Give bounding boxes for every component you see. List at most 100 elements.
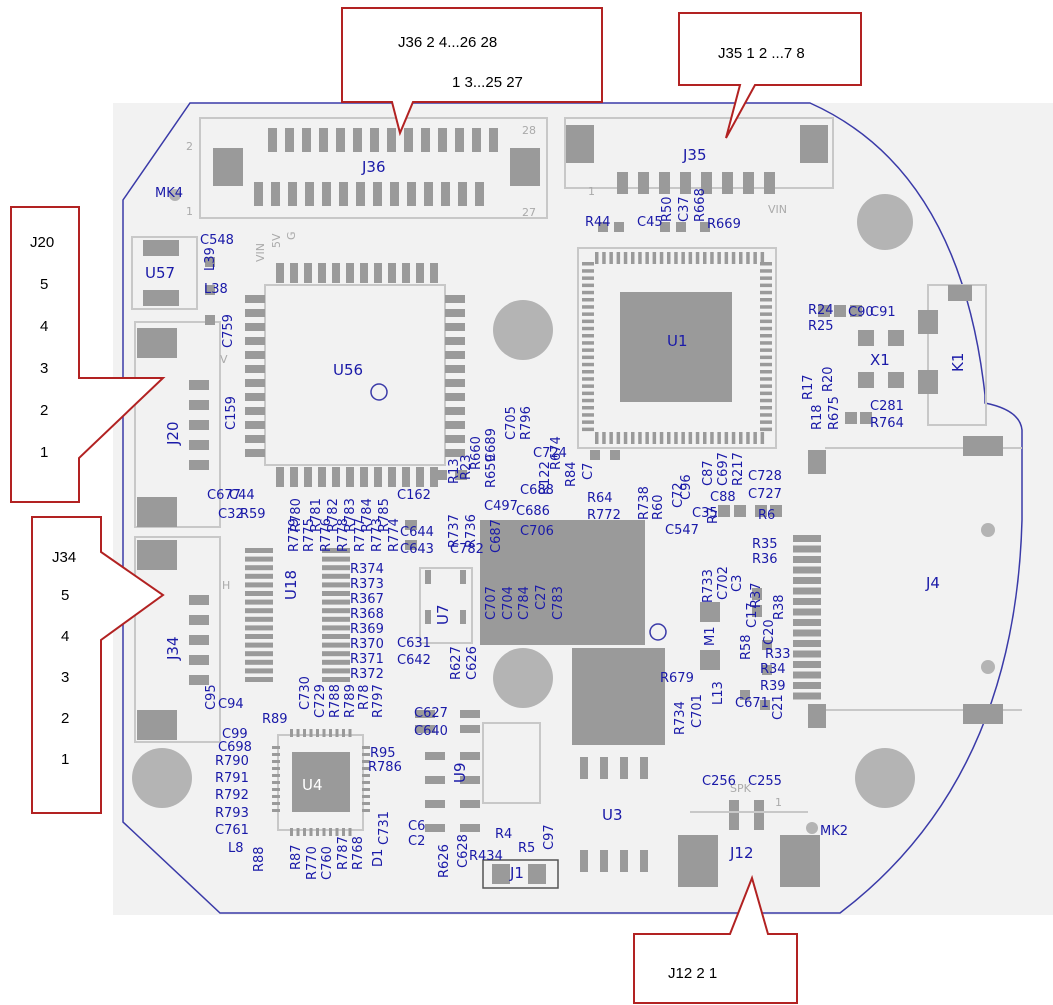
refdes-r122: R122 bbox=[538, 461, 553, 495]
refdes-c45: C45 bbox=[637, 215, 663, 230]
u56-pin bbox=[445, 421, 465, 429]
u4-pin bbox=[309, 729, 313, 737]
u1-pin bbox=[681, 252, 685, 264]
j20-pin bbox=[189, 400, 209, 410]
refdes-c72: C72 bbox=[671, 482, 686, 508]
board-outline bbox=[122, 102, 1023, 914]
ref-j36: J36 bbox=[361, 158, 386, 176]
u56-pin bbox=[388, 263, 396, 283]
refdes-r768: R768 bbox=[351, 836, 366, 870]
callout-j12: J12 2 1 bbox=[633, 874, 798, 1004]
j34-tab bbox=[137, 710, 177, 740]
refdes-r39: R39 bbox=[760, 679, 786, 694]
u56-pin bbox=[245, 351, 265, 359]
refdes-r371: R371 bbox=[350, 652, 384, 667]
smd-pad bbox=[718, 505, 730, 517]
refdes-c20: C20 bbox=[762, 619, 777, 645]
u4-pin bbox=[348, 828, 352, 836]
u1-pin bbox=[609, 252, 613, 264]
smd-pad bbox=[460, 570, 466, 584]
u3-pin bbox=[580, 757, 588, 779]
smd-pad bbox=[614, 222, 624, 232]
refdes-r775: R775 bbox=[302, 518, 317, 552]
callout-j20: J20 5 4 3 2 1 bbox=[10, 206, 166, 503]
smd-pad bbox=[818, 305, 830, 317]
callout-j20-pin5: 5 bbox=[40, 276, 48, 293]
refdes-c497: C497 bbox=[484, 499, 518, 514]
u18-pin bbox=[245, 556, 273, 562]
u4-pin bbox=[303, 828, 306, 836]
u4-pin bbox=[303, 729, 306, 737]
u9-pin bbox=[425, 824, 445, 832]
u18-pin bbox=[322, 677, 350, 682]
refdes-r368: R368 bbox=[350, 607, 384, 622]
callout-j35-text: J35 1 2 ...7 8 bbox=[718, 45, 805, 62]
u18-pin bbox=[322, 565, 350, 571]
refdes-r18: R18 bbox=[810, 404, 825, 430]
ref-mk4: MK4 bbox=[155, 186, 183, 201]
u1-chip bbox=[577, 247, 777, 449]
j20-tab bbox=[137, 497, 177, 527]
smd-pad bbox=[405, 540, 417, 550]
callout-j36: J36 2 4...26 28 1 3...25 27 bbox=[341, 7, 603, 137]
smd-pad bbox=[850, 305, 862, 317]
u18-pin bbox=[245, 565, 273, 571]
u1-pin bbox=[760, 305, 772, 309]
refdes-c643: C643 bbox=[400, 542, 434, 557]
silk-j12-pin1: 1 bbox=[775, 796, 782, 809]
refdes-c17: C17 bbox=[745, 602, 760, 628]
j36-pin bbox=[390, 182, 399, 206]
j36-connector bbox=[199, 117, 548, 219]
u4-pin bbox=[362, 767, 370, 770]
refdes-r4: R4 bbox=[495, 827, 512, 842]
u18-pin bbox=[245, 591, 273, 596]
refdes-r95: R95 bbox=[370, 746, 396, 761]
u1-pin bbox=[695, 252, 700, 264]
j34-pin bbox=[189, 675, 209, 685]
refdes-r796: R796 bbox=[519, 406, 534, 440]
refdes-r764: R764 bbox=[870, 416, 904, 431]
u1-pin bbox=[582, 391, 594, 396]
smd-pad bbox=[425, 570, 431, 584]
callout-j34-pin3: 3 bbox=[61, 669, 69, 686]
ref-mk2: MK2 bbox=[820, 824, 848, 839]
u1-pin bbox=[753, 252, 757, 264]
refdes-r64: R64 bbox=[587, 491, 613, 506]
u4-pin bbox=[342, 729, 345, 737]
refdes-r736: R736 bbox=[464, 514, 479, 548]
refdes-r23: R23 bbox=[459, 454, 474, 480]
pin1-marker bbox=[649, 623, 667, 641]
mounting-hole-tr bbox=[857, 194, 913, 250]
refdes-r660: R660 bbox=[469, 436, 484, 470]
j36-pin bbox=[254, 182, 263, 206]
refdes-r35: R35 bbox=[752, 537, 778, 552]
u4-pin bbox=[272, 788, 280, 791]
u1-pin bbox=[645, 252, 649, 264]
silk-pin2: 2 bbox=[186, 140, 193, 153]
j36-pin bbox=[356, 182, 365, 206]
u1-pin bbox=[582, 326, 594, 331]
u1-pin bbox=[760, 406, 772, 410]
ref-u18: U18 bbox=[282, 570, 300, 600]
j36-pin bbox=[404, 128, 413, 152]
j4-connector bbox=[793, 436, 1022, 728]
u56-pin bbox=[304, 263, 312, 283]
j4-hole-2 bbox=[981, 660, 995, 674]
u1-pin bbox=[667, 252, 671, 264]
smd-pad bbox=[460, 610, 466, 624]
u1-pin bbox=[739, 432, 743, 444]
ref-x1: X1 bbox=[870, 351, 890, 369]
refdes-c32: C32 bbox=[218, 507, 244, 522]
j35-pin bbox=[638, 172, 649, 194]
u1-pin bbox=[582, 269, 594, 273]
refdes-r773: R773 bbox=[370, 518, 385, 552]
u56-pin bbox=[445, 407, 465, 415]
j36-pin bbox=[271, 182, 280, 206]
smd-pad bbox=[700, 222, 710, 232]
u3-pin bbox=[600, 850, 608, 872]
j35-connector bbox=[564, 117, 834, 194]
u1-pin bbox=[760, 262, 772, 266]
j20-pin bbox=[189, 420, 209, 430]
u4-pin bbox=[272, 774, 280, 777]
